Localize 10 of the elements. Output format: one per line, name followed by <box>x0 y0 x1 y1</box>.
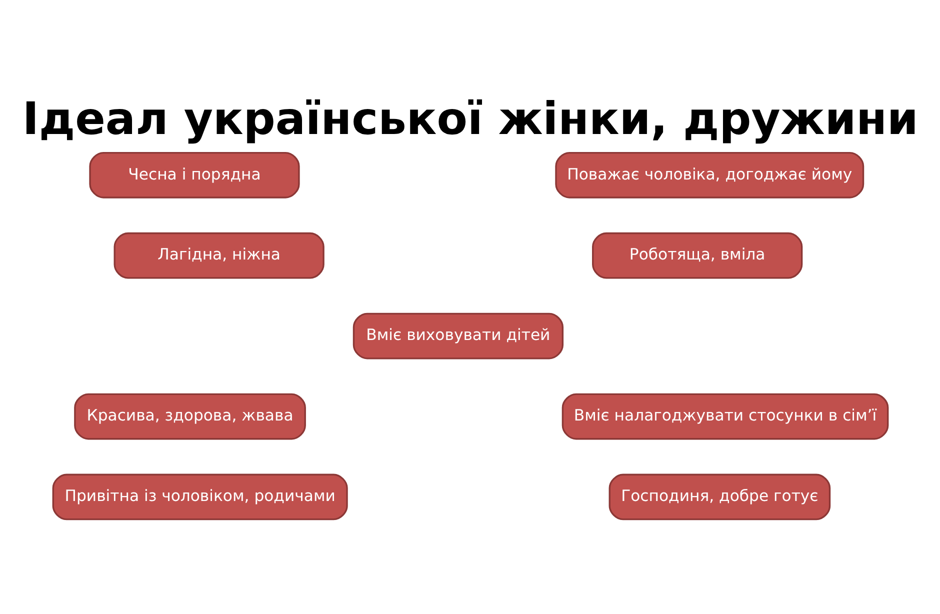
node-box: Красива, здорова, жвава <box>74 393 306 440</box>
node-box: Поважає чоловіка, догоджає йому <box>554 152 864 198</box>
node-box: Привітна із чоловіком, родичами <box>52 474 348 520</box>
node-box: Лагідна, ніжна <box>113 232 324 279</box>
node-box: Роботяща, вміла <box>592 232 802 279</box>
diagram-title: Ідеал української жінки, дружини <box>22 92 918 145</box>
node-box: Вміє налагоджувати стосунки в сім’ї <box>561 393 888 440</box>
node-box: Чесна і порядна <box>88 152 300 198</box>
node-box: Господиня, добре готує <box>608 474 830 520</box>
node-box: Вміє виховувати дітей <box>352 312 564 360</box>
